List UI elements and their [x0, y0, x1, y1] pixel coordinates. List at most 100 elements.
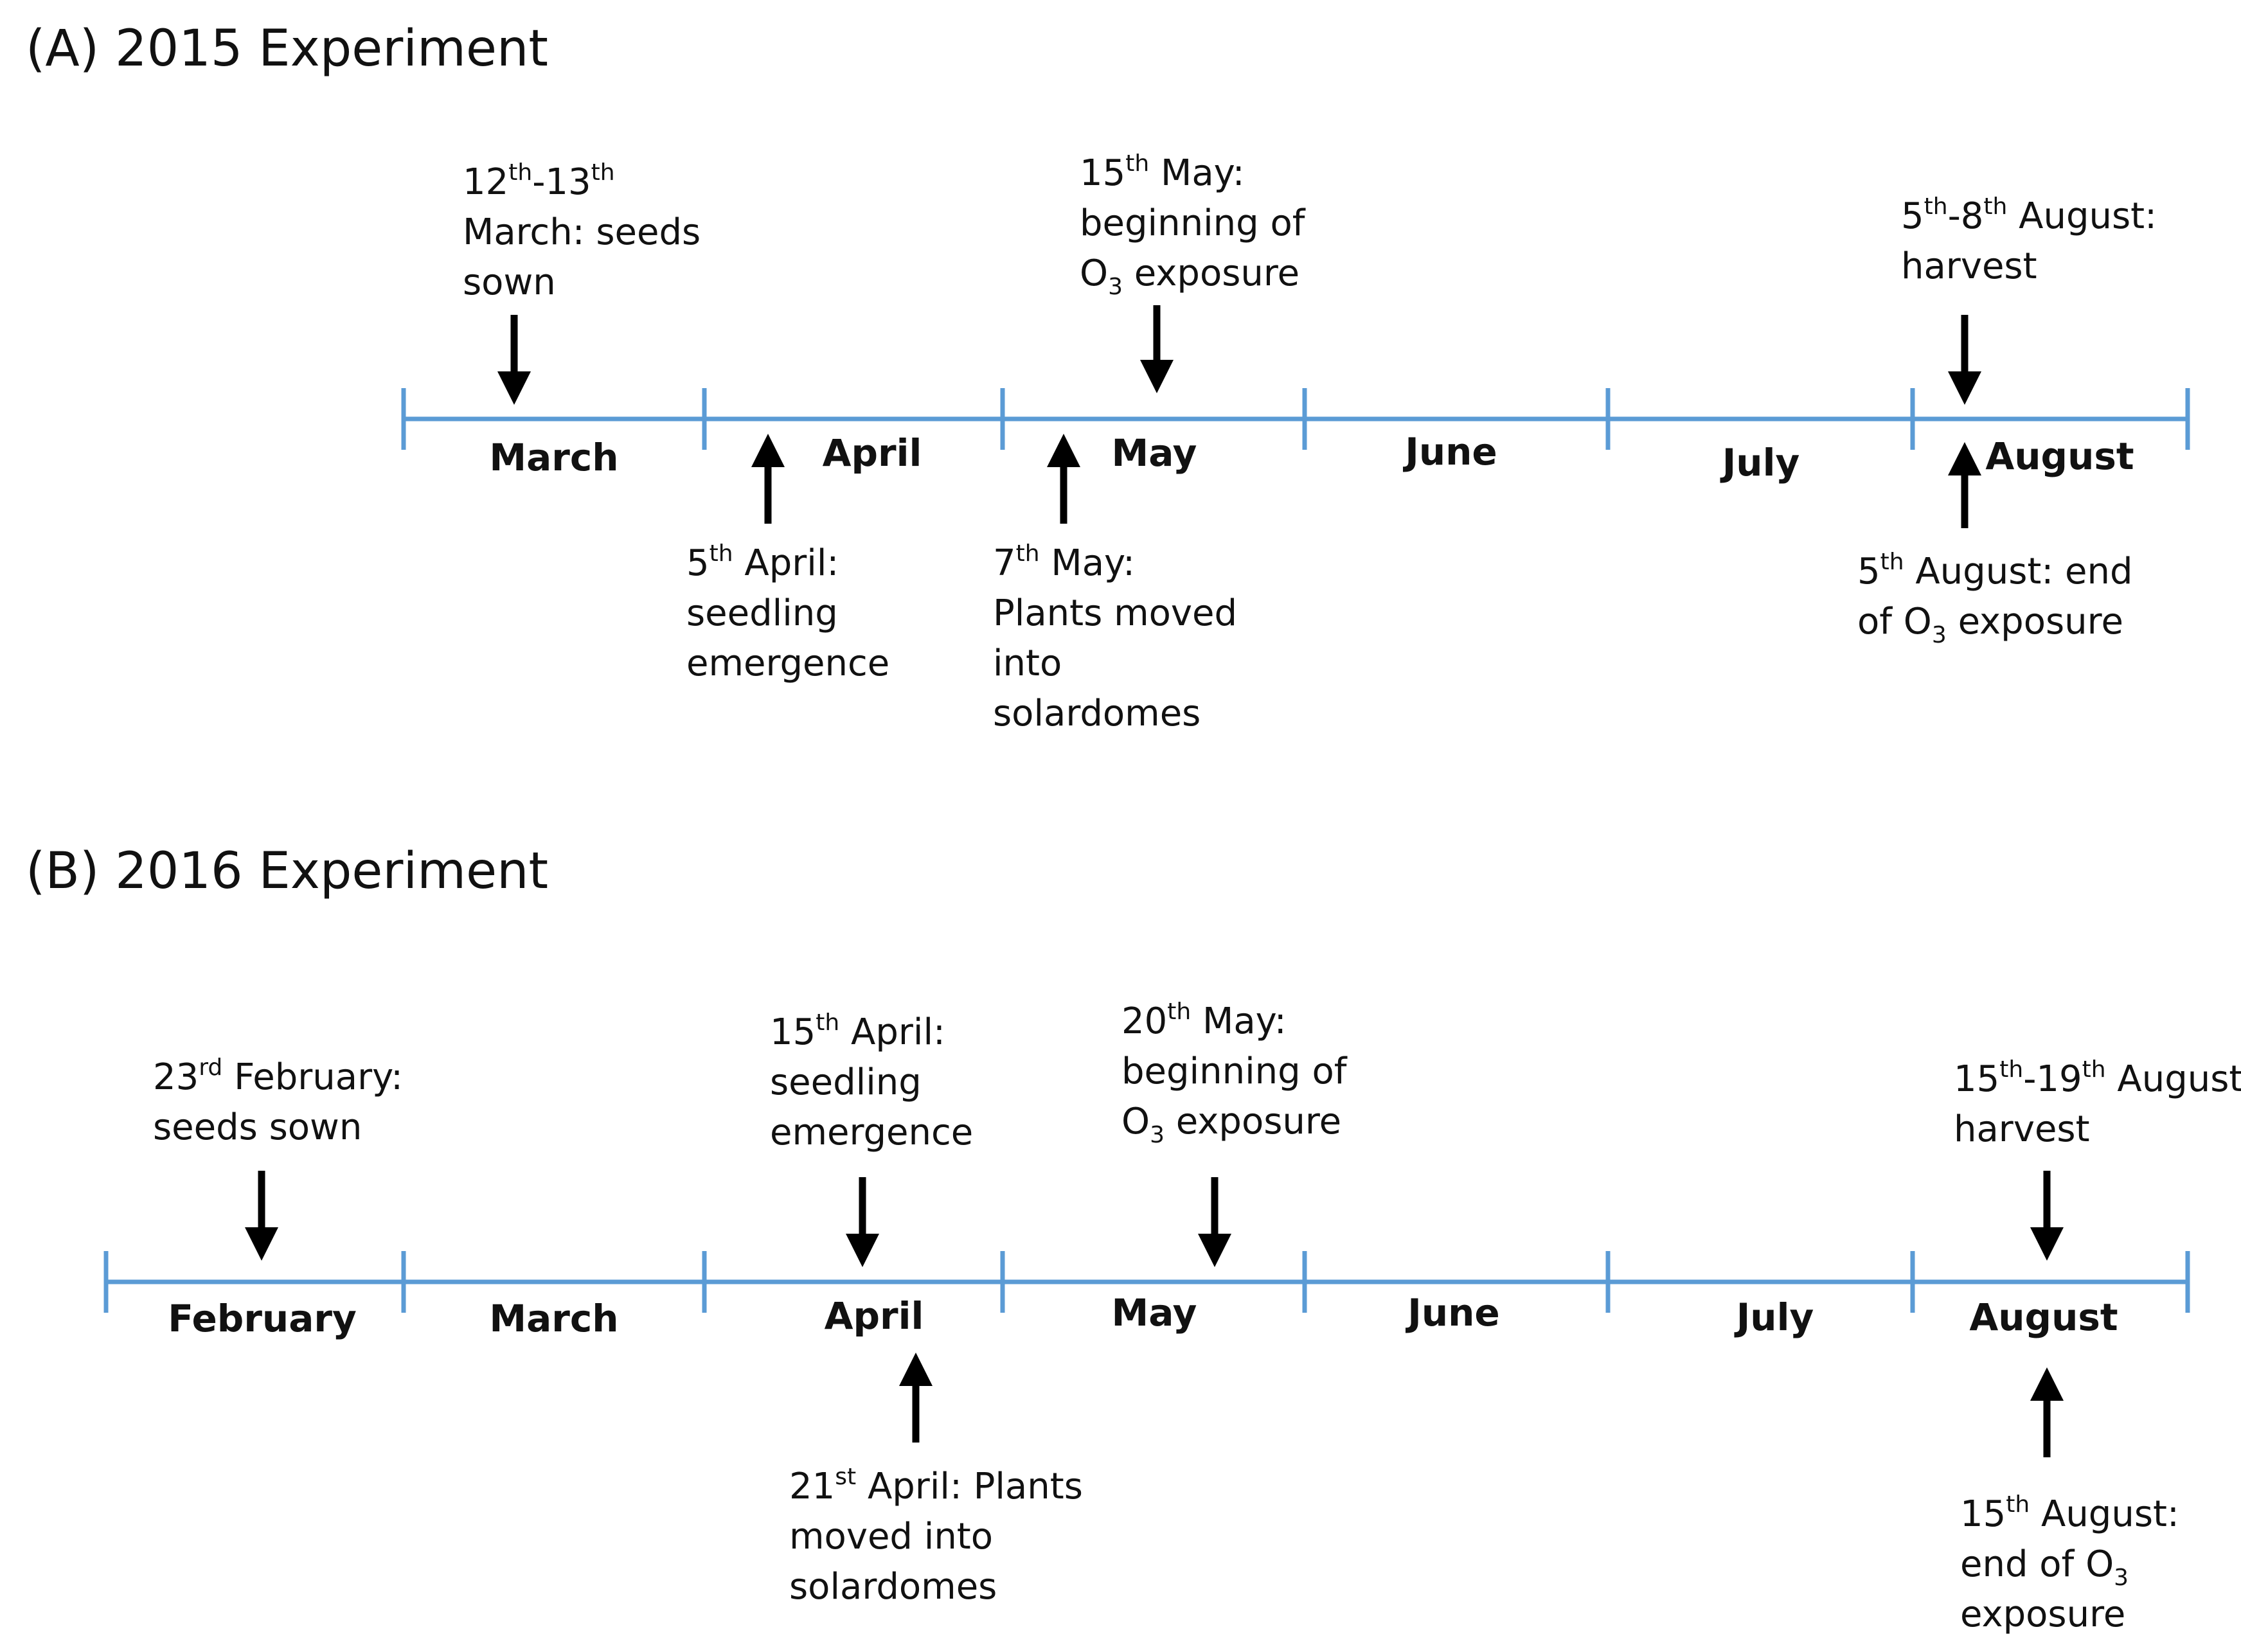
month-label: June [1405, 1291, 1500, 1335]
arrow-down-icon [1198, 1177, 1231, 1267]
arrow-down-icon [846, 1177, 879, 1267]
label-text: sown [463, 262, 556, 303]
label-text: end of O [1960, 1543, 2114, 1585]
label-text: August: [2007, 195, 2157, 237]
event-label-line: O3 exposure [1121, 1101, 1341, 1148]
month-label: March [489, 436, 618, 479]
label-text: solardomes [993, 693, 1201, 734]
event-label-line: 15th April: [770, 1009, 945, 1053]
event-label-line: 23rd February: [153, 1054, 403, 1098]
arrow-down-icon [497, 315, 531, 405]
event-label-line: 5th April: [686, 540, 839, 584]
event-label-line: 7th May: [993, 540, 1135, 584]
ordinal-suffix: th [508, 159, 532, 186]
subscript: 3 [2114, 1565, 2129, 1591]
label-text: exposure [1165, 1101, 1341, 1142]
arrow-down-icon [1140, 305, 1174, 393]
ordinal-suffix: th [710, 540, 733, 567]
subscript: 3 [1932, 622, 1947, 648]
event-label-line: beginning of [1121, 1051, 1348, 1092]
event-label-line: 21st April: Plants [789, 1464, 1083, 1507]
event-label-line: 5th August: end [1857, 549, 2133, 592]
event-label-line: harvest [1954, 1108, 2090, 1150]
label-text: emergence [770, 1112, 973, 1153]
event-label-line: of O3 exposure [1857, 601, 2123, 648]
label-text: April: [839, 1011, 945, 1053]
event-label-line: 12th-13th [463, 159, 615, 203]
label-text: 23 [153, 1056, 199, 1098]
event-label-line: 15th-19th August: [1954, 1056, 2241, 1100]
arrow-down-icon [1948, 315, 1981, 405]
month-label: July [1734, 1295, 1814, 1339]
label-text: August: end [1904, 551, 2133, 592]
month-label: April [823, 431, 922, 475]
event-label: 21st April: Plants moved into solardomes [789, 1464, 1083, 1608]
ordinal-suffix: th [2006, 1491, 2030, 1518]
label-text: 15 [1960, 1493, 2006, 1535]
event-label-line: emergence [770, 1112, 973, 1153]
label-text: 12 [463, 161, 508, 203]
event-label-line: seedling [770, 1061, 922, 1103]
label-text: August: [2030, 1493, 2179, 1535]
month-label: June [1402, 430, 1497, 474]
event-label-line: 15th August: [1960, 1491, 2179, 1535]
label-text: seeds sown [153, 1106, 362, 1148]
event-label-line: harvest [1901, 245, 2037, 287]
label-text: 15 [1954, 1058, 1999, 1100]
label-text: harvest [1954, 1108, 2090, 1150]
label-text: 5 [686, 542, 710, 584]
event-label: 5th August: end of O3 exposure [1857, 549, 2133, 648]
event-label-line: moved into [789, 1516, 993, 1558]
label-text: 5 [1901, 195, 1924, 237]
event-label-line: beginning of [1080, 202, 1306, 244]
label-text: O [1121, 1101, 1150, 1142]
label-text: seedling [686, 592, 838, 634]
event-label-line: end of O3 [1960, 1543, 2129, 1591]
month-label: August [1969, 1295, 2118, 1339]
ordinal-suffix: th [1924, 193, 1948, 220]
label-text: 5 [1857, 551, 1880, 592]
label-text: February: [222, 1056, 403, 1098]
event-label-line: seeds sown [153, 1106, 362, 1148]
ordinal-suffix: th [1983, 193, 2007, 220]
ordinal-suffix: th [1167, 999, 1191, 1025]
label-text: May: [1149, 152, 1244, 194]
ordinal-suffix: th [2082, 1056, 2106, 1083]
ordinal-suffix: th [1125, 150, 1149, 177]
event-label-line: 5th-8th August: [1901, 193, 2157, 237]
event-label-line: O3 exposure [1080, 253, 1299, 300]
event-label: 5th-8th August: harvest [1901, 193, 2157, 287]
month-label: August [1985, 434, 2134, 478]
event-label-line: solardomes [993, 693, 1201, 734]
event-label-line: 20th May: [1121, 999, 1287, 1042]
label-text: beginning of [1121, 1051, 1348, 1092]
event-label-line: seedling [686, 592, 838, 634]
label-text: solardomes [789, 1566, 997, 1608]
label-text: -19 [2023, 1058, 2082, 1100]
arrow-up-icon [751, 434, 785, 524]
ordinal-suffix: th [1016, 540, 1040, 567]
ordinal-suffix: st [835, 1464, 856, 1490]
label-text: of O [1857, 601, 1932, 643]
event-label: 23rd February: seeds sown [153, 1054, 403, 1148]
label-text: May: [1040, 542, 1135, 584]
subscript: 3 [1108, 274, 1123, 300]
label-text: 15 [770, 1011, 816, 1053]
event-label-line: 15th May: [1080, 150, 1245, 194]
event-label-line: March: seeds [463, 211, 701, 253]
arrow-up-icon [1047, 434, 1080, 524]
label-text: April: Plants [856, 1466, 1083, 1507]
event-label-line: solardomes [789, 1566, 997, 1608]
label-text: March: seeds [463, 211, 701, 253]
label-text: exposure [1960, 1594, 2125, 1635]
event-label-line: sown [463, 262, 556, 303]
event-label-line: into [993, 643, 1062, 684]
ordinal-suffix: th [1999, 1056, 2023, 1083]
month-label: March [489, 1297, 618, 1340]
label-text: exposure [1123, 253, 1299, 294]
label-text: May: [1191, 1000, 1286, 1042]
